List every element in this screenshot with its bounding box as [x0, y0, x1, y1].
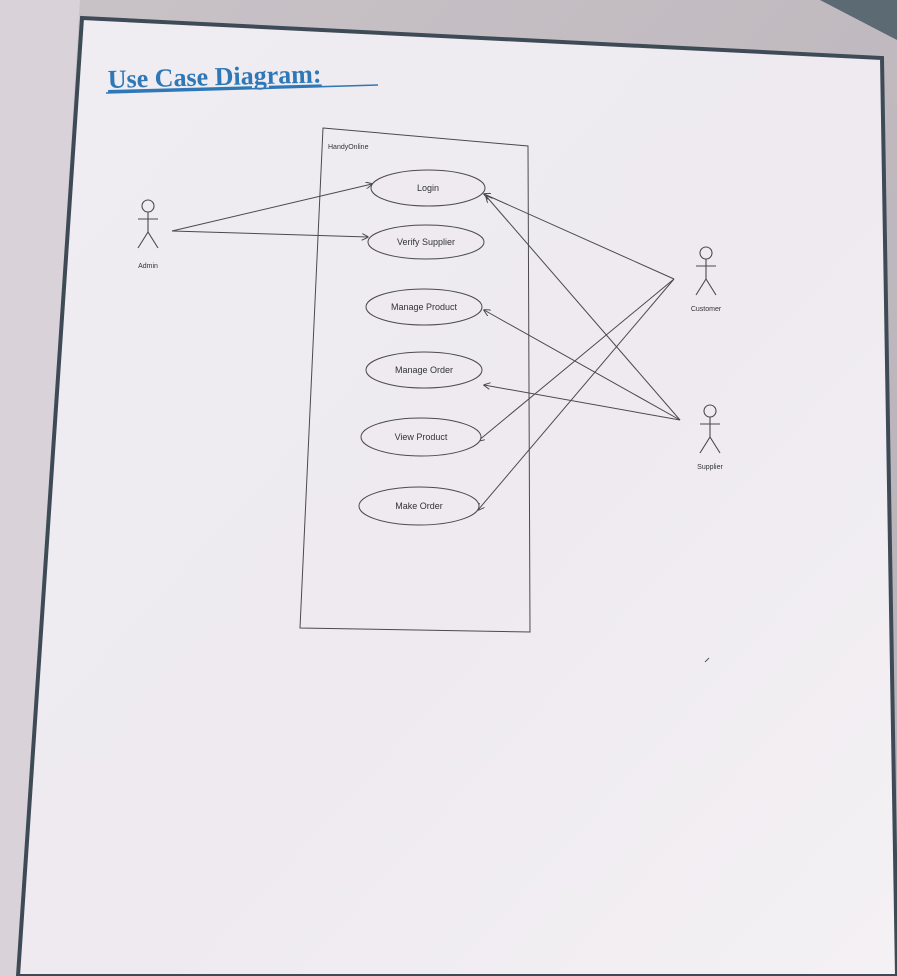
- association-customer-make-order: [478, 278, 675, 510]
- pen-mark: [704, 657, 710, 663]
- association-supplier-manage-order: [484, 385, 681, 421]
- actor-right-leg: [709, 436, 721, 454]
- use-case-ellipse-manage-product: [365, 288, 483, 326]
- association-lines: [171, 184, 681, 510]
- use-case-manage-order: Manage Order: [365, 351, 483, 389]
- actor-left-leg: [137, 231, 149, 249]
- use-case-verify-supplier: Verify Supplier: [367, 224, 485, 260]
- use-case-label-verify-supplier: Verify Supplier: [397, 237, 455, 247]
- association-admin-login: [171, 184, 372, 232]
- use-case-ellipse-verify-supplier: [367, 224, 485, 260]
- use-case-ellipse-login: [370, 169, 486, 207]
- actor-supplier: Supplier: [697, 404, 724, 471]
- use-case-label-view-product: View Product: [395, 432, 448, 442]
- association-customer-login: [484, 194, 675, 280]
- use-case-label-login: Login: [417, 183, 439, 193]
- use-case-ellipse-make-order: [358, 486, 480, 526]
- actor-label-customer: Customer: [691, 306, 722, 313]
- association-customer-view-product: [478, 278, 675, 441]
- actor-right-leg: [705, 278, 717, 296]
- page-edge-top-right: [820, 0, 897, 40]
- actor-label-supplier: Supplier: [697, 464, 723, 471]
- use-case-view-product: View Product: [360, 417, 482, 457]
- use-case-manage-product: Manage Product: [365, 288, 483, 326]
- use-case-make-order: Make Order: [358, 486, 480, 526]
- actor-label-admin: Admin: [138, 263, 158, 270]
- use-case-ellipse-manage-order: [365, 351, 483, 389]
- association-supplier-manage-product: [484, 310, 681, 421]
- association-supplier-login: [486, 196, 681, 421]
- actor-customer: Customer: [691, 246, 722, 313]
- system-boundary: [299, 127, 531, 633]
- use-case-login: Login: [370, 169, 486, 207]
- actor-right-leg: [147, 231, 159, 249]
- actor-admin: Admin: [137, 199, 159, 270]
- use-case-ellipse-view-product: [360, 417, 482, 457]
- use-case-label-manage-order: Manage Order: [395, 365, 453, 375]
- page-edge-left: [0, 0, 80, 976]
- use-case-label-make-order: Make Order: [395, 501, 443, 511]
- actor-left-leg: [695, 278, 707, 296]
- association-admin-verify-supplier: [171, 230, 368, 237]
- diagram-title: Use Case Diagram:: [107, 59, 321, 94]
- use-case-label-manage-product: Manage Product: [391, 302, 458, 312]
- system-name: HandyOnline: [328, 144, 369, 151]
- title-underline: [105, 84, 379, 94]
- actor-left-leg: [699, 436, 711, 454]
